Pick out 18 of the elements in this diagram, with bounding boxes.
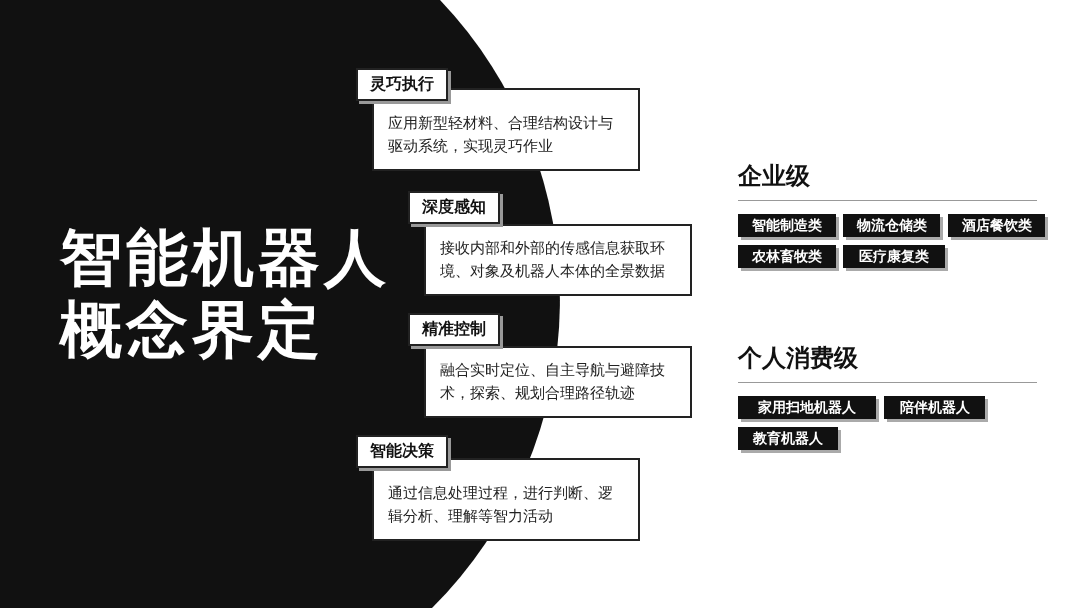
text-card: 接收内部和外部的传感信息获取环境、对象及机器人本体的全景数据 [424, 224, 692, 296]
category-tag: 物流仓储类 [843, 214, 940, 237]
card-heading: 精准控制 [408, 313, 500, 346]
category-tag: 陪伴机器人 [884, 396, 985, 419]
category-tag: 教育机器人 [738, 427, 838, 450]
category-tag: 智能制造类 [738, 214, 836, 237]
category-tag: 农林畜牧类 [738, 245, 836, 268]
section-heading: 企业级 [738, 161, 810, 192]
card-heading: 深度感知 [408, 191, 500, 224]
text-card: 融合实时定位、自主导航与避障技术，探索、规划合理路径轨迹 [424, 346, 692, 418]
category-tag: 医疗康复类 [843, 245, 945, 268]
card-heading: 灵巧执行 [356, 68, 448, 101]
card-heading: 智能决策 [356, 435, 448, 468]
section-heading: 个人消费级 [738, 343, 858, 374]
slide-title: 智能机器人概念界定 [60, 222, 390, 366]
text-card: 通过信息处理过程，进行判断、逻辑分析、理解等智力活动 [372, 458, 640, 541]
category-tag: 酒店餐饮类 [948, 214, 1045, 237]
category-tag: 家用扫地机器人 [738, 396, 876, 419]
